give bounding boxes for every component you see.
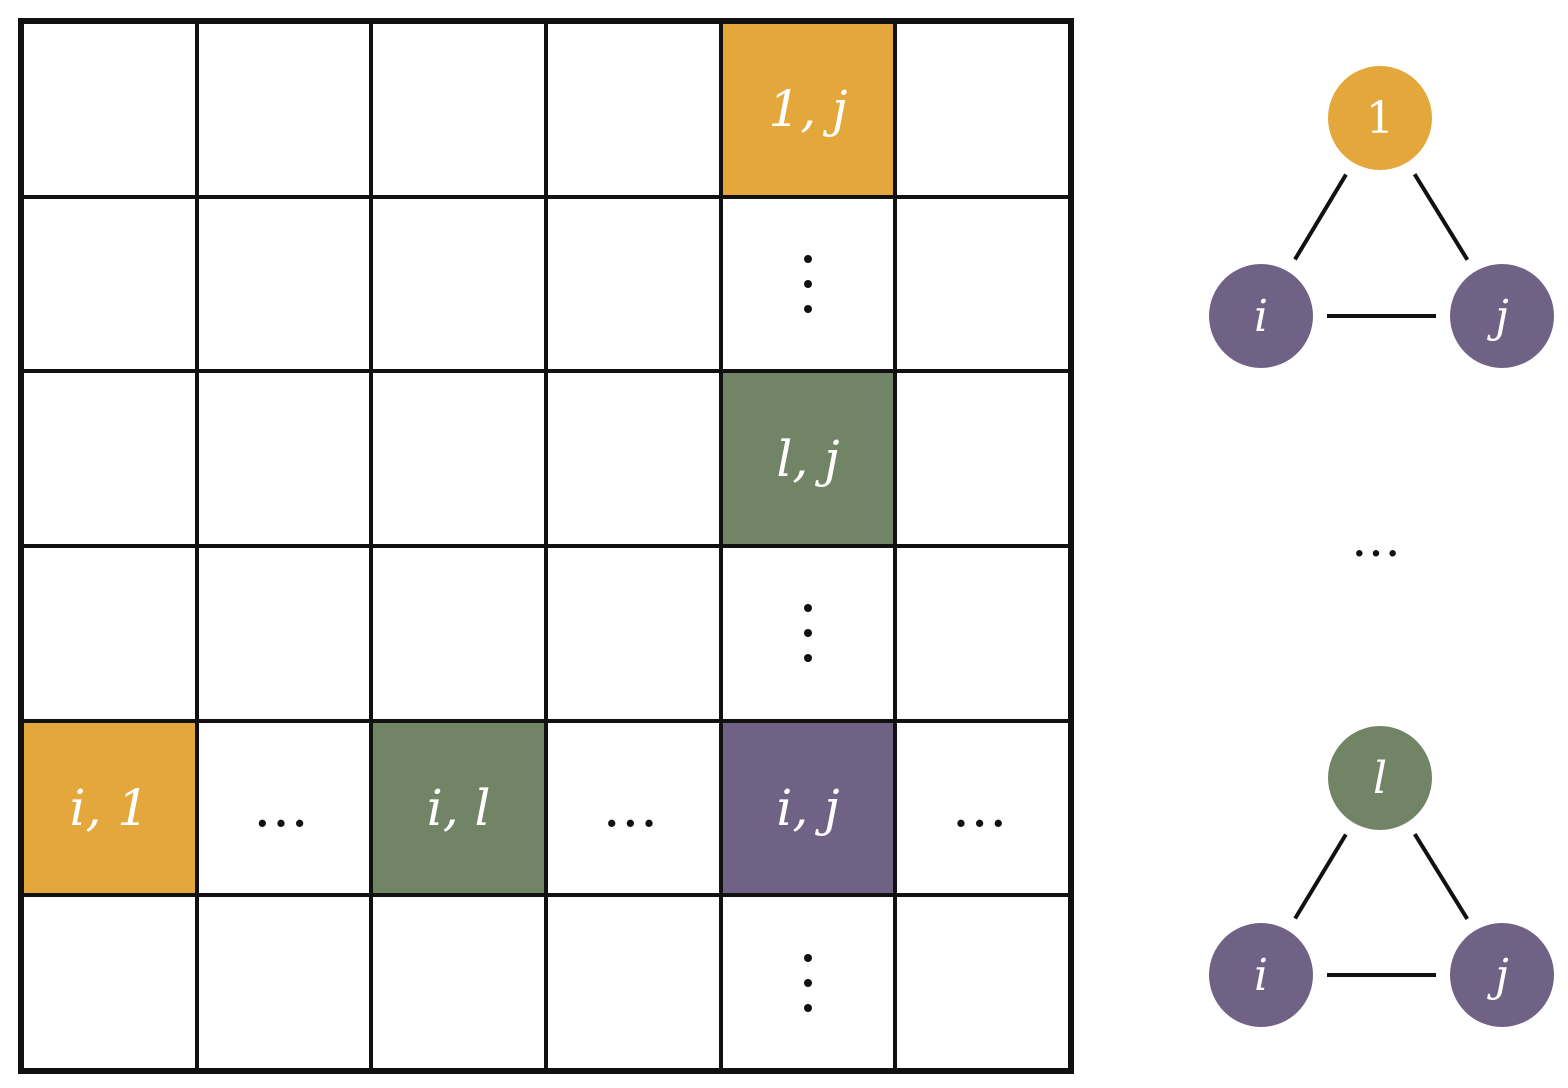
grid-cell-3-4 bbox=[720, 546, 896, 721]
grid-cell-5-1 bbox=[196, 895, 372, 1070]
graph-node-top bbox=[1328, 66, 1432, 170]
grid-cell-4-3: … bbox=[546, 720, 721, 896]
grid-cell-2-0 bbox=[22, 371, 197, 546]
grid-cell-1-0 bbox=[22, 196, 197, 372]
graph-edge bbox=[1413, 833, 1469, 920]
grid-cell-1-4 bbox=[720, 196, 896, 372]
grid-cell-4-1: … bbox=[196, 720, 372, 896]
graph-node-left bbox=[1209, 923, 1313, 1027]
cell-ellipsis: … bbox=[252, 775, 315, 841]
grid-cell-2-4: l, j bbox=[720, 371, 896, 546]
grid-cell-2-2 bbox=[371, 371, 546, 546]
cell-label: l, j bbox=[776, 429, 840, 488]
grid-cell-4-0: i, 1 bbox=[22, 720, 197, 896]
graphs-ellipsis: … bbox=[1351, 510, 1409, 568]
grid-cell-4-5: … bbox=[895, 720, 1070, 896]
cell-label: 1, j bbox=[768, 80, 848, 139]
grid-cell-0-3 bbox=[546, 22, 721, 197]
grid-cell-5-5 bbox=[895, 895, 1070, 1070]
grid-cell-5-4 bbox=[720, 895, 896, 1070]
graph-node-top bbox=[1328, 726, 1432, 830]
grid-cell-2-5 bbox=[895, 371, 1070, 546]
grid-cell-2-1 bbox=[196, 371, 372, 546]
vertical-ellipsis-icon bbox=[803, 254, 812, 313]
graph-node-label: l bbox=[1373, 753, 1387, 804]
grid-cell-4-4: i, j bbox=[720, 720, 896, 896]
graph-node-label: i bbox=[1254, 950, 1268, 1001]
grid-cell-0-2 bbox=[371, 22, 546, 197]
cell-label: i, j bbox=[776, 778, 840, 837]
graph-node-label: 1 bbox=[1366, 93, 1394, 144]
grid-cell-5-3 bbox=[546, 895, 721, 1070]
cell-ellipsis: … bbox=[951, 775, 1014, 841]
grid-cell-0-0 bbox=[22, 22, 197, 197]
grid-cell-1-3 bbox=[546, 196, 721, 372]
graph-node-label: i bbox=[1254, 291, 1268, 342]
grid-cell-1-2 bbox=[371, 196, 546, 372]
graph-edge bbox=[1293, 833, 1348, 920]
grid-cell-0-1 bbox=[196, 22, 372, 197]
grid-cell-0-4: 1, j bbox=[720, 22, 896, 197]
graph-edge bbox=[1412, 173, 1470, 261]
cell-label: i, l bbox=[426, 778, 491, 837]
grid-cell-5-2 bbox=[371, 895, 546, 1070]
cell-label: i, 1 bbox=[69, 778, 150, 837]
graph-node-right bbox=[1450, 264, 1554, 368]
graph-node-left bbox=[1209, 264, 1313, 368]
grid-cell-0-5 bbox=[895, 22, 1070, 197]
grid-cell-3-3 bbox=[546, 546, 721, 721]
grid-cell-3-1 bbox=[196, 546, 372, 721]
graph-edge bbox=[1293, 173, 1348, 261]
grid-cell-3-2 bbox=[371, 546, 546, 721]
vertical-ellipsis-icon bbox=[803, 953, 812, 1012]
grid-cell-3-0 bbox=[22, 546, 197, 721]
grid-cell-4-2: i, l bbox=[371, 720, 546, 896]
graph-node-right bbox=[1450, 923, 1554, 1027]
vertical-ellipsis-icon bbox=[803, 604, 812, 663]
matrix-grid: 1, j l, j i, 1 … i, l … i, j … bbox=[18, 18, 1074, 1074]
grid-cell-1-1 bbox=[196, 196, 372, 372]
grid-cell-3-5 bbox=[895, 546, 1070, 721]
grid-cell-5-0 bbox=[22, 895, 197, 1070]
cell-ellipsis: … bbox=[602, 775, 665, 841]
grid-cell-1-5 bbox=[895, 196, 1070, 372]
grid-cell-2-3 bbox=[546, 371, 721, 546]
